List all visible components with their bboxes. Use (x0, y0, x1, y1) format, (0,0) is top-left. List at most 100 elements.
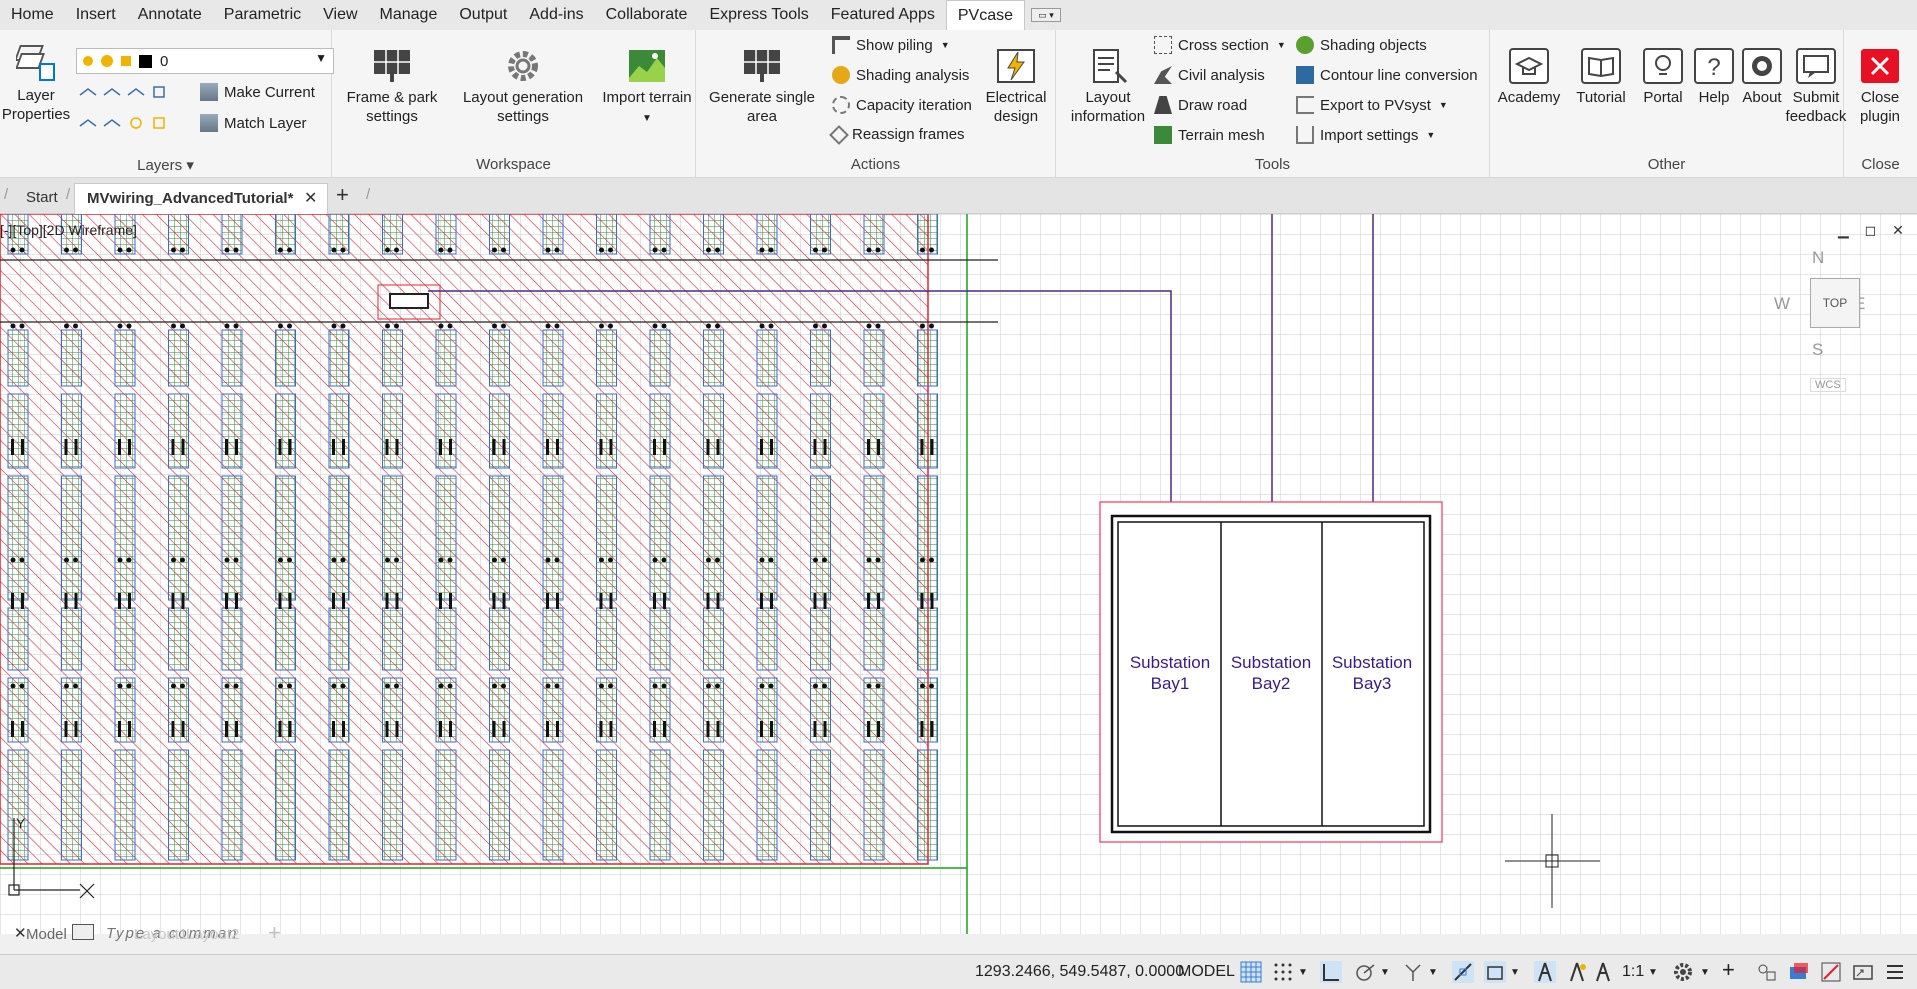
tab-mvwiring[interactable]: MVwiring_AdvancedTutorial*✕ (74, 183, 329, 214)
close-icon[interactable]: ✕ (14, 925, 27, 942)
shading-objects-button[interactable]: Shading objects (1296, 36, 1427, 54)
cross-section-icon (1154, 36, 1172, 54)
object-snap-tracking-icon[interactable] (1452, 961, 1474, 983)
chevron-down-icon[interactable]: ▼ (1700, 967, 1710, 978)
cross-section-button[interactable]: Cross section▼ (1154, 36, 1286, 54)
chevron-down-icon[interactable]: ▼ (1510, 967, 1520, 978)
gear-icon[interactable] (1672, 961, 1694, 983)
chevron-down-icon[interactable]: ▼ (1648, 967, 1658, 978)
menu-tab-output[interactable]: Output (459, 6, 508, 23)
capacity-iteration-button[interactable]: Capacity iteration (832, 96, 972, 114)
shading-analysis-button[interactable]: Shading analysis (832, 66, 969, 84)
layout-information-button[interactable]: Layout information (1060, 48, 1156, 126)
help-button[interactable]: ?Help (1690, 48, 1738, 107)
viewcube[interactable]: N W E S TOP WCS (1770, 248, 1870, 398)
object-snap-icon[interactable] (1484, 961, 1506, 983)
menu-tab-annotate[interactable]: Annotate (137, 6, 202, 23)
viewport-window-controls[interactable]: ▁ ◻ ✕ (1838, 222, 1910, 238)
model-space-toggle[interactable]: MODEL (1178, 963, 1235, 980)
hardware-acceleration-icon[interactable] (1788, 961, 1810, 983)
ucs-icon: Y (8, 815, 95, 899)
string-inverter-mark (64, 721, 68, 737)
chevron-down-icon: ▼ (1276, 40, 1286, 50)
annotation-scale-icon[interactable] (1592, 961, 1614, 983)
document-icon (1093, 49, 1128, 84)
show-piling-button[interactable]: Show piling▼ (832, 36, 950, 54)
clean-screen-icon[interactable] (1820, 961, 1842, 983)
menu-tab-pvcase[interactable]: PVcase (945, 0, 1025, 30)
menu-tab-insert[interactable]: Insert (75, 6, 116, 23)
contour-line-conversion-button[interactable]: Contour line conversion (1296, 66, 1478, 84)
menu-tab-view[interactable]: View (323, 6, 358, 23)
string-inverter-mark (760, 721, 763, 737)
electrical-design-button[interactable]: Electrical design (978, 48, 1054, 126)
tab-start[interactable]: Start (14, 183, 70, 214)
terrain-mesh-label: Terrain mesh (1178, 126, 1265, 144)
portal-button[interactable]: Portal (1636, 48, 1690, 107)
viewport-label[interactable]: [-][Top][2D Wireframe] (0, 222, 137, 238)
tutorial-button[interactable]: Tutorial (1566, 48, 1636, 107)
draw-road-button[interactable]: Draw road (1154, 96, 1247, 114)
string-inverter-mark (171, 593, 175, 609)
chevron-down-icon[interactable]: ▼ (1298, 967, 1308, 978)
about-label: About (1742, 89, 1782, 106)
wcs-menu[interactable]: WCS (1810, 378, 1846, 392)
tab-layout2[interactable]: Layout2 (186, 926, 240, 943)
menu-tab-parametric[interactable]: Parametric (223, 6, 302, 23)
menu-tab-featured-apps[interactable]: Featured Apps (830, 6, 935, 23)
menu-tab-home[interactable]: Home (11, 6, 54, 23)
match-layer-button[interactable]: Match Layer (200, 114, 307, 132)
generate-single-area-button[interactable]: Generate single area (706, 48, 818, 126)
menu-tab-add-ins[interactable]: Add-ins (529, 6, 584, 23)
layer-dropdown[interactable]: 0 ▼ (76, 48, 334, 74)
viewcube-top-face[interactable]: TOP (1810, 278, 1860, 328)
import-settings-button[interactable]: Import settings▼ (1296, 126, 1435, 144)
frame-park-settings-button[interactable]: Frame & park settings (342, 48, 442, 126)
chevron-down-icon[interactable]: ▼ (1380, 967, 1390, 978)
civil-analysis-button[interactable]: Civil analysis (1154, 66, 1265, 84)
coordinates-readout[interactable]: 1293.2466, 549.5487, 0.0000 (975, 963, 1185, 980)
ortho-icon[interactable] (1320, 961, 1342, 983)
close-plugin-button[interactable]: Close plugin (1848, 48, 1912, 126)
hamburger-menu-icon[interactable] (1884, 961, 1906, 983)
about-button[interactable]: About (1738, 48, 1786, 107)
terminal-icon[interactable] (72, 924, 94, 940)
terrain-mesh-button[interactable]: Terrain mesh (1154, 126, 1265, 144)
isodraft-icon[interactable] (1402, 961, 1424, 983)
close-panel-title: Close (1861, 156, 1900, 173)
ribbon-display-toggle[interactable]: ▭ ▾ (1030, 8, 1061, 22)
export-pvsyst-button[interactable]: Export to PVsyst▼ (1296, 96, 1448, 114)
grid-icon[interactable] (1240, 961, 1262, 983)
menu-tab-collaborate[interactable]: Collaborate (605, 6, 688, 23)
pv-table-top (917, 214, 938, 255)
add-layout-button[interactable]: + (268, 920, 281, 945)
tab-model[interactable]: Model (26, 926, 67, 943)
import-terrain-button[interactable]: Import terrain▼ (584, 48, 710, 128)
new-tab-button[interactable]: + (336, 182, 349, 207)
close-icon[interactable]: ✕ (304, 190, 318, 207)
auto-scale-icon[interactable] (1566, 961, 1588, 983)
menu-tab-manage[interactable]: Manage (379, 6, 438, 23)
add-icon[interactable]: + (1722, 957, 1735, 982)
submit-feedback-button[interactable]: Submit feedback (1784, 48, 1848, 126)
snap-icon[interactable] (1272, 961, 1294, 983)
pv-table (328, 393, 350, 469)
annotation-visibility-icon[interactable] (1534, 961, 1556, 983)
command-input[interactable] (106, 922, 236, 944)
fullscreen-icon[interactable] (1852, 961, 1874, 983)
academy-button[interactable]: Academy (1492, 48, 1566, 107)
menu-tab-express-tools[interactable]: Express Tools (709, 6, 809, 23)
drawing-canvas[interactable]: Substation Bay1 Substation Bay2 Substati… (0, 214, 1917, 934)
chevron-down-icon[interactable]: ▼ (1428, 967, 1438, 978)
reassign-frames-button[interactable]: Reassign frames (829, 124, 965, 145)
string-inverter-mark (663, 721, 666, 737)
make-current-button[interactable]: Make Current (200, 83, 315, 101)
layer-properties-button[interactable]: Layer Properties (0, 42, 72, 124)
isolate-objects-icon[interactable] (1756, 961, 1778, 983)
layers-panel-title[interactable]: Layers ▾ (137, 157, 194, 174)
layout-generation-settings-button[interactable]: Layout generation settings (444, 48, 602, 126)
annotation-scale-value[interactable]: 1:1 (1622, 963, 1645, 980)
tab-layout1[interactable]: Layout1 (134, 926, 188, 943)
polar-icon[interactable] (1354, 961, 1376, 983)
combiner-dot (117, 247, 123, 253)
